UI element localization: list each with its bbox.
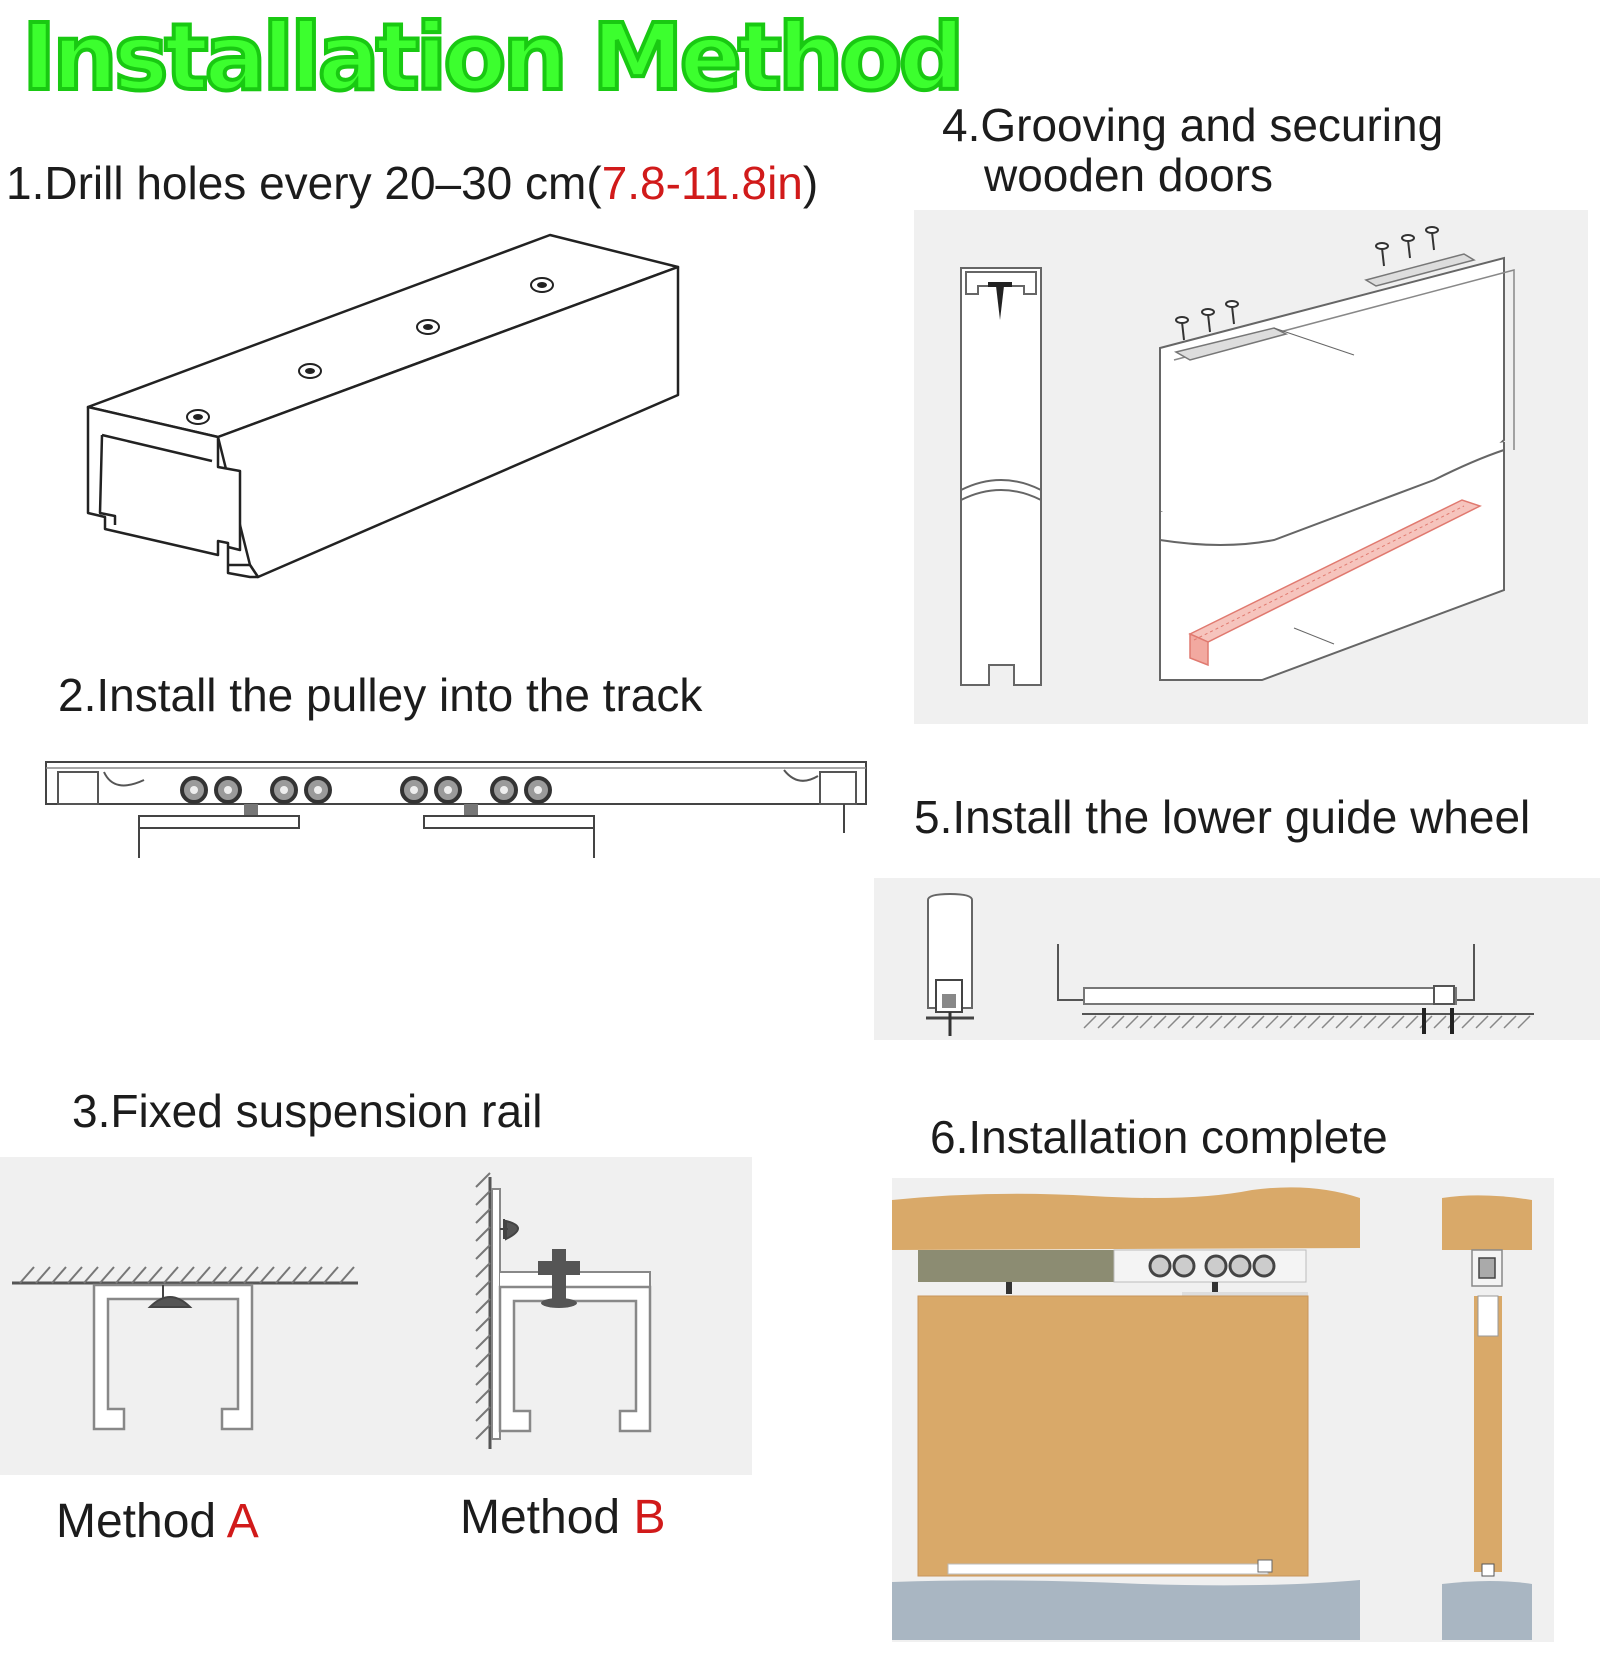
step-1-label: 1.Drill holes every 20–30 cm(7.8-11.8in) xyxy=(6,158,818,209)
method-b-wall-mount-illustration xyxy=(475,1172,652,1449)
step-3-label: 3.Fixed suspension rail xyxy=(72,1085,543,1137)
method-b-letter: B xyxy=(633,1491,666,1544)
method-b-word: Method xyxy=(460,1491,621,1544)
installed-door-illustration xyxy=(892,1187,1532,1640)
step-5-label: 5.Install the lower guide wheel xyxy=(914,791,1531,843)
step-4-label-continued: wooden doors xyxy=(984,149,1273,201)
step-4-label: 4.Grooving and securing xyxy=(942,99,1444,151)
door-grooving-illustration xyxy=(960,226,1515,686)
step-1-text: 1.Drill holes every 20–30 cm( xyxy=(6,157,602,209)
method-a-ceiling-mount-illustration xyxy=(12,1266,358,1431)
method-b-label: Method B xyxy=(460,1490,665,1545)
step-2-label: 2.Install the pulley into the track xyxy=(58,669,703,721)
lower-guide-wheel-illustration xyxy=(926,892,1534,1036)
step-1-suffix: ) xyxy=(802,157,819,209)
step-6-label: 6.Installation complete xyxy=(930,1111,1388,1163)
method-a-word: Method xyxy=(56,1495,217,1548)
method-a-label: Method A xyxy=(56,1494,259,1549)
pulley-track-illustration xyxy=(45,761,867,858)
page-title: Installation Method xyxy=(20,4,966,111)
track-drilled-holes-illustration xyxy=(86,233,680,579)
method-a-letter: A xyxy=(226,1495,259,1548)
step-1-measurement: 7.8-11.8in xyxy=(601,157,803,209)
